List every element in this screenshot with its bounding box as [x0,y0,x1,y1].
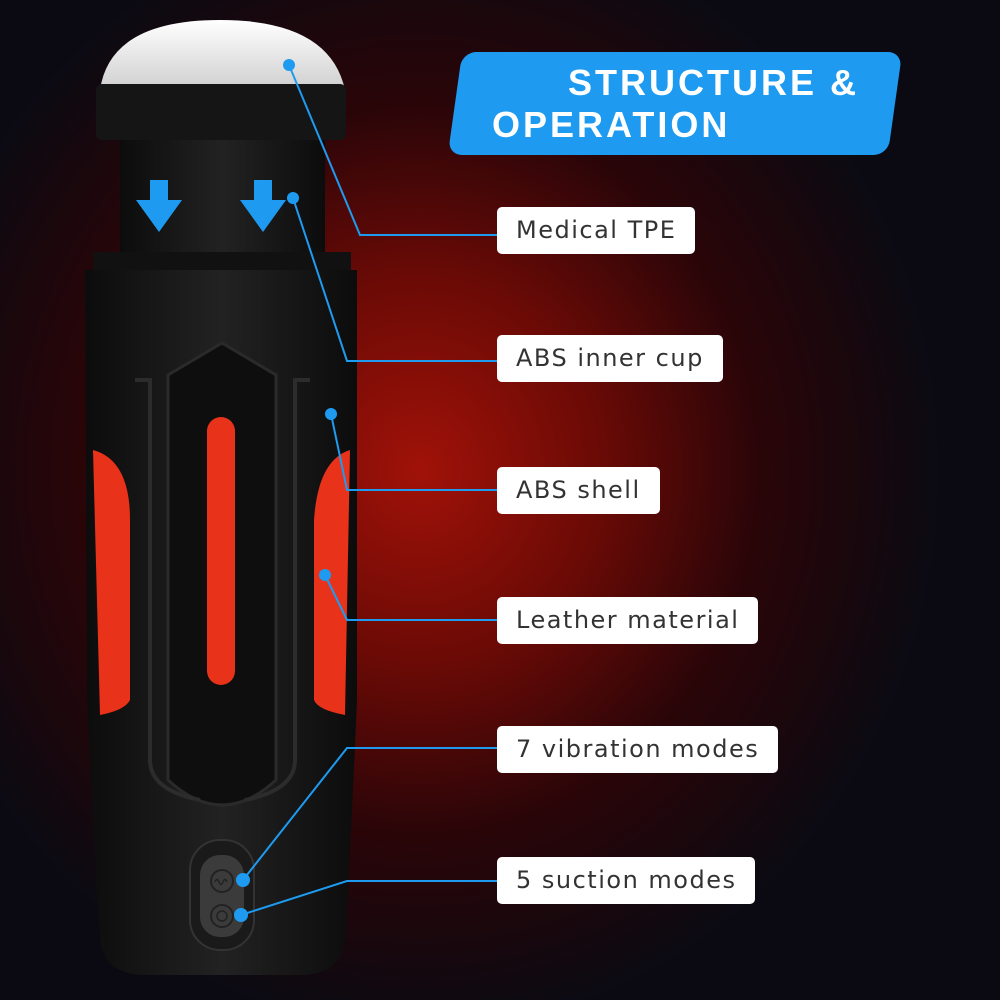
callout-dots [234,59,337,922]
red-light-strip [207,417,235,685]
control-buttons [200,855,244,937]
leather-right [314,450,350,715]
leather-left [93,450,130,715]
label-suction-modes: 5 suction modes [497,857,756,904]
title-line-1: STRUCTURE & [568,62,859,103]
page-title: STRUCTURE & OPERATION [492,62,859,146]
label-leather-material: Leather material [497,597,759,644]
label-abs-shell: ABS shell [497,467,660,514]
label-medical-tpe: Medical TPE [497,207,696,254]
label-abs-inner-cup: ABS inner cup [497,335,723,382]
vibration-button-icon [210,869,234,893]
tpe-cap [100,20,345,90]
title-line-2: OPERATION [492,104,731,145]
label-vibration-modes: 7 vibration modes [497,726,779,773]
suction-button-icon [210,904,234,928]
device [85,20,357,975]
down-arrow-icon [136,180,182,232]
down-arrow-icon [240,180,286,232]
callout-lines [240,64,497,916]
